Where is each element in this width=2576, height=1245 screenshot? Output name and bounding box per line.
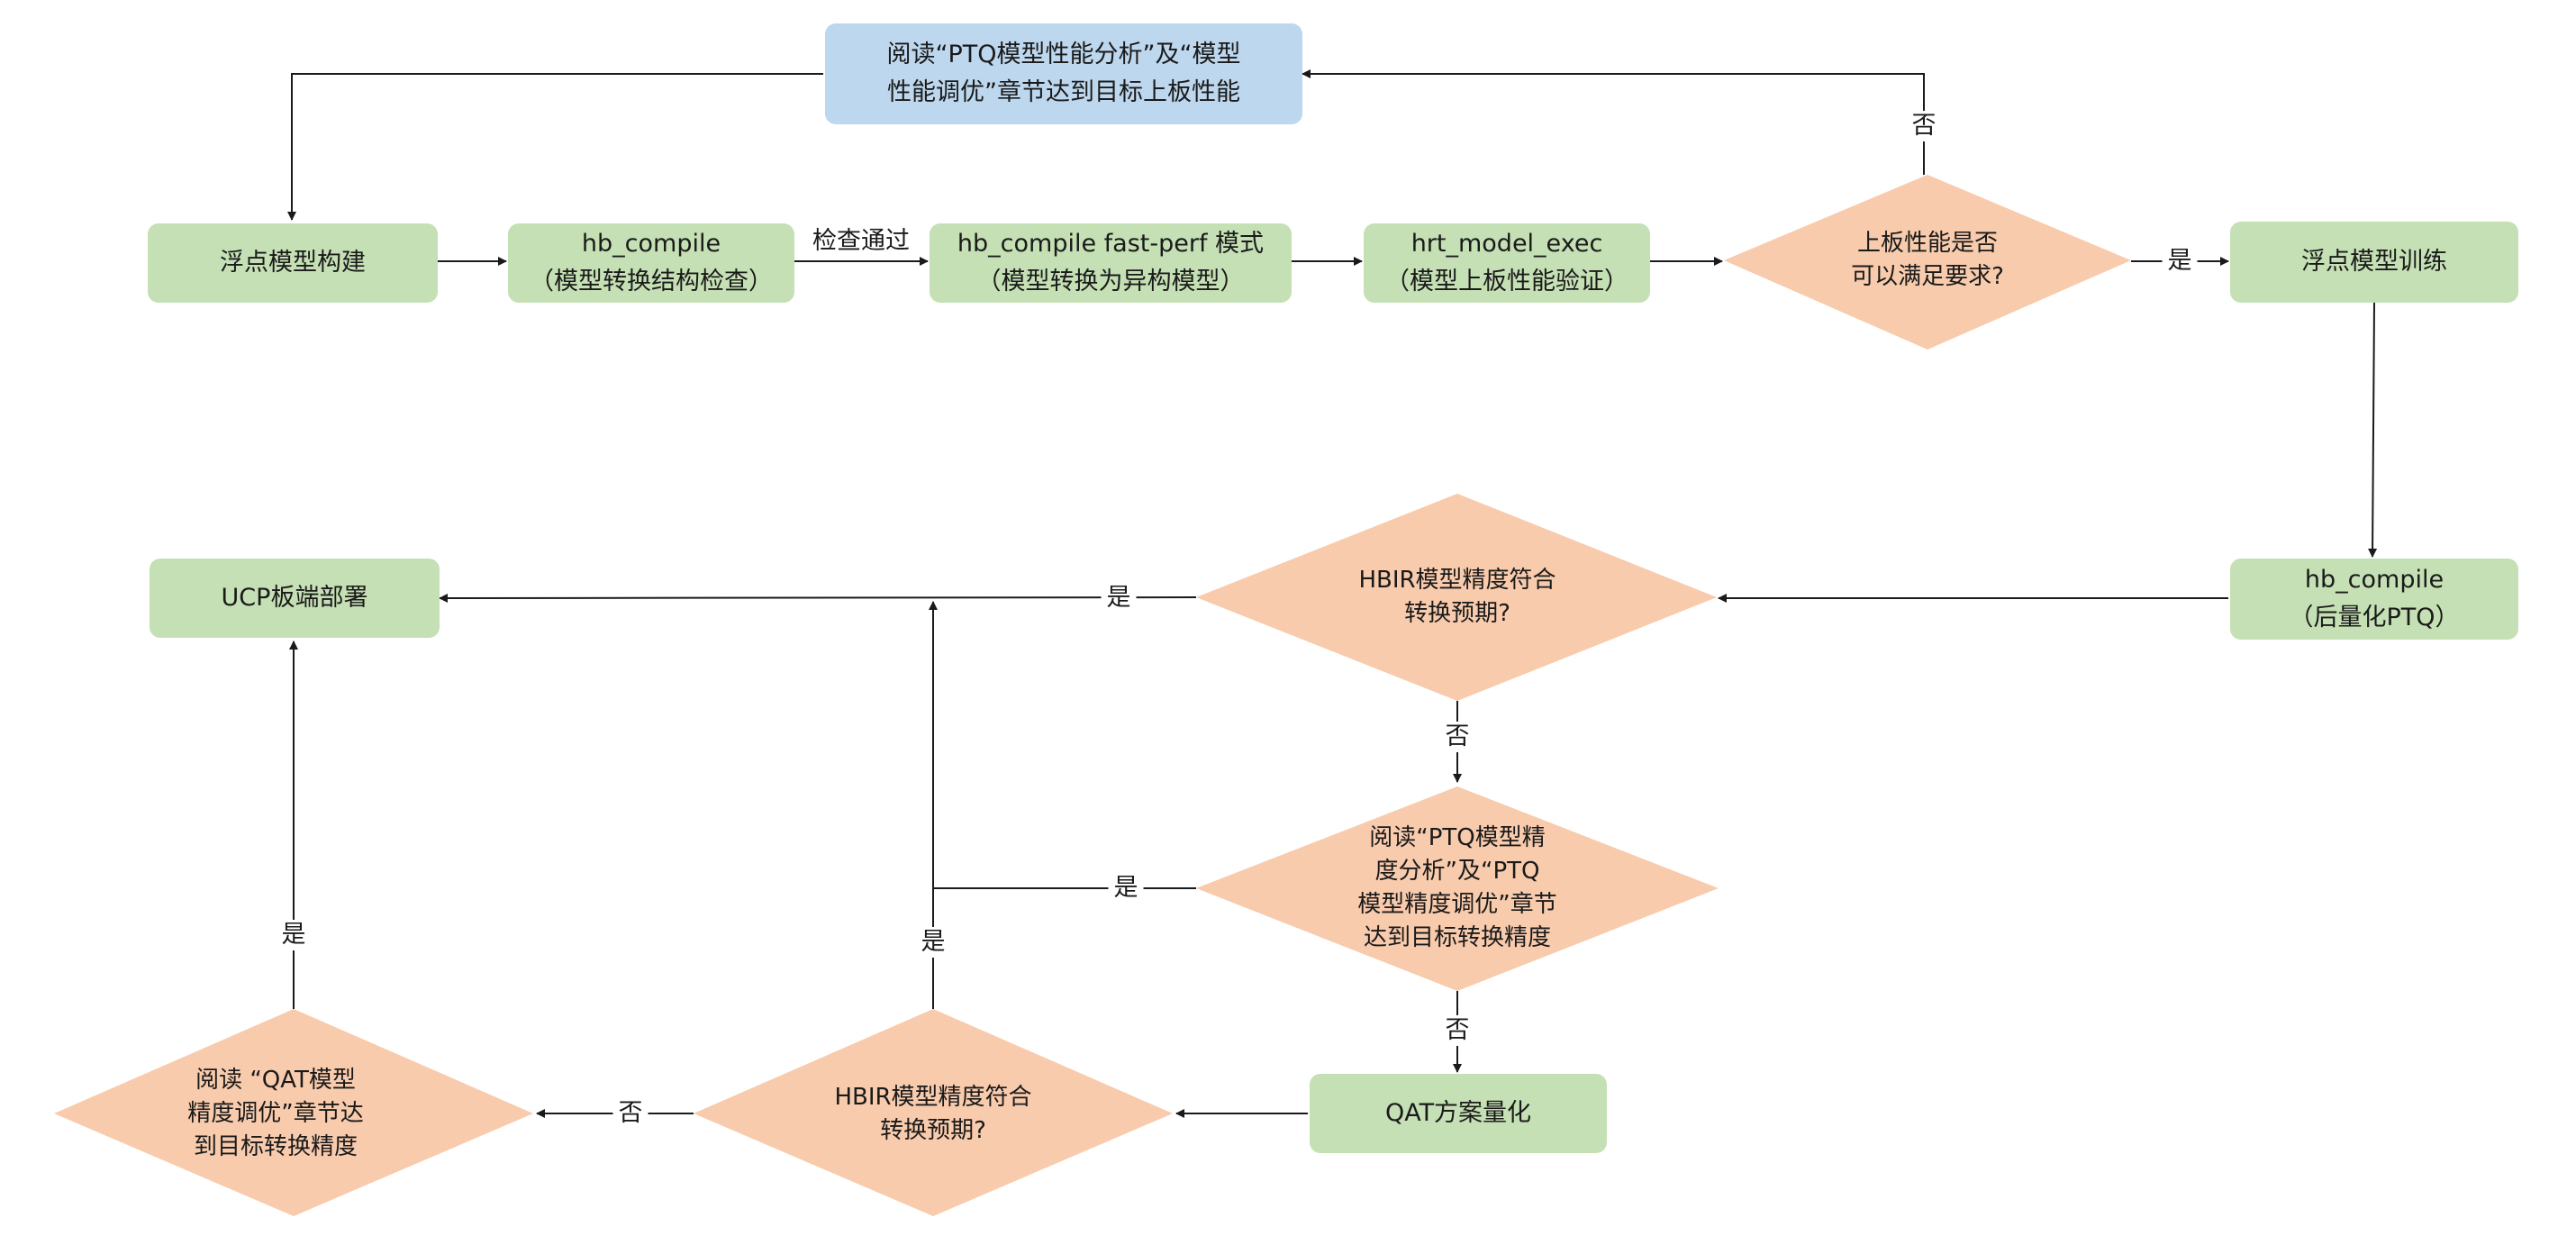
hbir-1-line-2: 转换预期? (1404, 600, 1510, 627)
perf-ok-text: 上板性能是否 可以满足要求? (1769, 220, 2086, 301)
perf-no-label: 否 (1906, 111, 1942, 141)
hbir-2-line-1: HBIR模型精度符合 (834, 1084, 1032, 1111)
read-qat-acc-line-2: 精度调优”章节达 (187, 1099, 364, 1127)
float-model-build-box: 浮点模型构建 (148, 223, 438, 303)
fast-perf-line-1: hb_compile fast-perf 模式 (957, 230, 1265, 258)
read-qat-acc-line-3: 到目标转换精度 (193, 1132, 358, 1160)
float-model-train-box: 浮点模型训练 (2230, 222, 2518, 303)
hbir-ok-2-text: HBIR模型精度符合 转换预期? (771, 1076, 1095, 1153)
hb-compile-ptq-box: hb_compile （后量化PTQ） (2230, 559, 2518, 640)
perf-ok-line-1: 上板性能是否 (1856, 230, 1998, 257)
float-build-label: 浮点模型构建 (220, 249, 366, 277)
fast-perf-line-2: （模型转换为异构模型） (976, 268, 1245, 295)
read-ptq-acc-text: 阅读“PTQ模型精 度分析”及“PTQ 模型精度调优”章节 达到目标转换精度 (1304, 816, 1610, 960)
read-ptq-acc-line-4: 达到目标转换精度 (1363, 924, 1551, 951)
hb-compile-check-box: hb_compile （模型转换结构检查） (508, 223, 794, 303)
qat-label: QAT方案量化 (1384, 1099, 1532, 1127)
hbir-1-no-label: 否 (1439, 722, 1475, 752)
qat-quant-box: QAT方案量化 (1310, 1074, 1607, 1153)
edge-float-train-to-hb-ptq (2368, 302, 2378, 558)
perf-yes-label: 是 (2162, 246, 2198, 277)
ptq-acc-yes-label: 是 (1108, 873, 1144, 904)
read-ptq-acc-line-2: 度分析”及“PTQ (1374, 858, 1540, 885)
perf-ok-line-2: 可以满足要求? (1851, 263, 2004, 290)
hb-ptq-line-1: hb_compile (2304, 566, 2444, 594)
edge-hbir-1-yes (439, 593, 1197, 603)
edge-read-perf-to-float-build (287, 73, 823, 221)
hrt-line-1: hrt_model_exec (1410, 230, 1603, 258)
ucp-label: UCP板端部署 (221, 584, 368, 612)
hbir-ok-1-text: HBIR模型精度符合 转换预期? (1277, 559, 1637, 636)
fast-perf-box: hb_compile fast-perf 模式 （模型转换为异构模型） (930, 223, 1292, 303)
hbir-2-yes-label: 是 (915, 927, 951, 958)
float-train-label: 浮点模型训练 (2301, 248, 2447, 276)
read-perf-line-1: 阅读“PTQ模型性能分析”及“模型 (886, 41, 1241, 68)
hbir-1-yes-label: 是 (1101, 583, 1137, 613)
hb-ptq-line-2: （后量化PTQ） (2289, 604, 2460, 632)
hbir-ok-1-diamond (1196, 494, 1717, 701)
qat-acc-yes-label: 是 (276, 920, 312, 950)
hbir-2-no-label: 否 (612, 1098, 649, 1129)
hb-check-line-2: （模型转换结构检查） (530, 268, 773, 295)
hbir-ok-2-diamond (694, 1009, 1173, 1216)
ptq-acc-no-label: 否 (1439, 1015, 1475, 1046)
read-ptq-acc-line-3: 模型精度调优”章节 (1357, 891, 1557, 918)
perf-ok-diamond (1724, 175, 2131, 350)
hb-check-line-1: hb_compile (581, 230, 721, 258)
ucp-deploy-box: UCP板端部署 (150, 559, 440, 638)
hrt-model-exec-box: hrt_model_exec （模型上板性能验证） (1364, 223, 1650, 303)
read-perf-line-2: 性能调优”章节达到目标上板性能 (887, 78, 1240, 106)
hrt-line-2: （模型上板性能验证） (1385, 268, 1628, 295)
read-qat-acc-line-1: 阅读 “QAT模型 (195, 1066, 356, 1094)
read-perf-tuning-box: 阅读“PTQ模型性能分析”及“模型 性能调优”章节达到目标上板性能 (825, 23, 1302, 124)
hbir-1-line-1: HBIR模型精度符合 (1358, 567, 1556, 594)
read-qat-acc-text: 阅读 “QAT模型 精度调优”章节达 到目标转换精度 (132, 1059, 420, 1168)
read-qat-acc-diamond (54, 1009, 533, 1216)
check-pass-label: 检查通过 (807, 226, 915, 257)
read-ptq-acc-line-1: 阅读“PTQ模型精 (1369, 824, 1546, 851)
hbir-2-line-2: 转换预期? (880, 1117, 986, 1144)
read-ptq-acc-diamond (1196, 786, 1719, 991)
